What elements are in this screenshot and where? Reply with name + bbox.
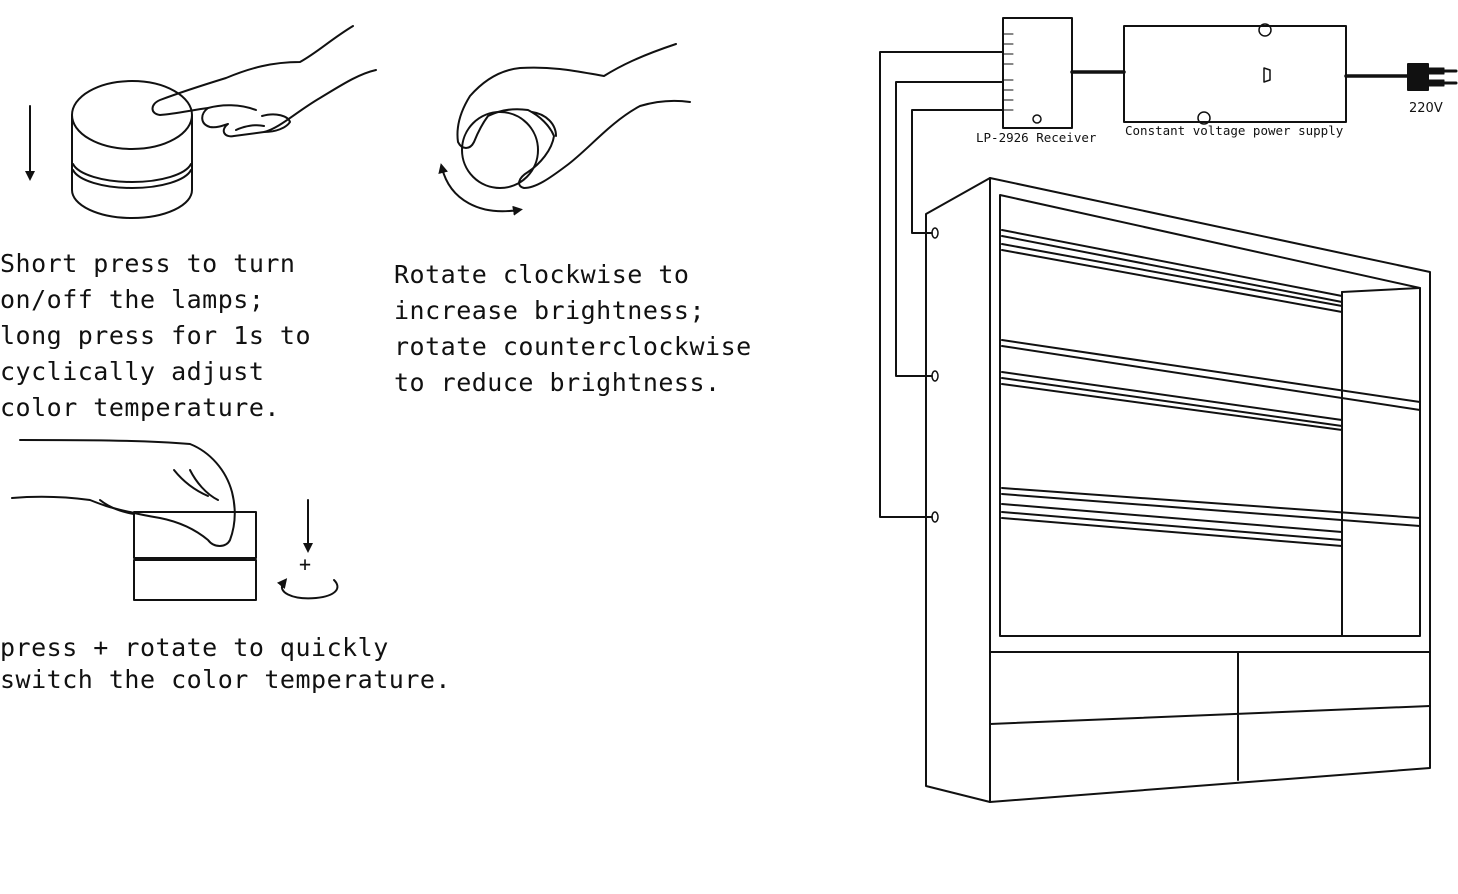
knob-side-view: [461, 111, 539, 189]
plus-symbol: +: [299, 552, 312, 576]
knob-square-upper: [133, 511, 257, 559]
cabinet-illustration: [925, 177, 1431, 803]
power-plug-icon: [1407, 63, 1429, 91]
drawer-line-middle: [989, 705, 1431, 725]
press-instructions: Short press to turn on/off the lamps; lo…: [0, 246, 311, 426]
rotate-arrow-icon: [276, 578, 339, 600]
wire-shelf-top: [911, 109, 1004, 234]
knob-body: [71, 114, 193, 219]
gripping-hand-icon: [456, 43, 691, 189]
shelf-upper: [1001, 339, 1421, 411]
psu-screw-bottom: [1197, 111, 1211, 125]
combo-line-2: switch the color temperature.: [0, 665, 451, 694]
mains-voltage-label: 220V: [1409, 101, 1443, 116]
light-strip-bottom: [1001, 503, 1343, 547]
rotation-arrow-icon: [438, 163, 523, 216]
flat-hand-icon: [11, 439, 236, 547]
combo-instructions: press + rotate to quickly switch the col…: [0, 632, 451, 696]
rotate-line-2: increase brightness;: [394, 296, 706, 325]
receiver-box: [1002, 17, 1073, 129]
press-line-5: color temperature.: [0, 393, 280, 422]
wiring-diagram: [879, 17, 1458, 523]
power-supply-label: Constant voltage power supply: [1125, 123, 1344, 138]
rotate-line-3: rotate counterclockwise: [394, 332, 752, 361]
rotate-instructions: Rotate clockwise to increase brightness;…: [394, 257, 752, 401]
psu-screw-top: [1258, 23, 1272, 37]
rotate-line-4: to reduce brightness.: [394, 368, 721, 397]
pressing-hand-icon: [151, 25, 377, 138]
combo-line-1: press + rotate to quickly: [0, 633, 389, 662]
rotate-knob-illustration: [438, 43, 691, 216]
cabinet-inner-frame: [999, 194, 1421, 637]
psu-indicator-icon: [1263, 67, 1271, 83]
cabinet-side-panel: [925, 177, 991, 803]
press-knob-illustration: [25, 25, 377, 219]
wire-shelf-bottom: [879, 51, 1004, 518]
press-line-1: Short press to turn: [0, 249, 296, 278]
rotate-line-1: Rotate clockwise to: [394, 260, 690, 289]
receiver-terminals: [1002, 33, 1014, 111]
press-rotate-illustration: [11, 439, 339, 601]
shelf-lower: [1001, 487, 1421, 527]
receiver-label: LP-2926 Receiver: [976, 130, 1097, 145]
press-line-4: cyclically adjust: [0, 357, 265, 386]
light-strip-middle: [1001, 371, 1343, 431]
press-line-2: on/off the lamps;: [0, 285, 265, 314]
cabinet-back-wall: [1341, 287, 1421, 293]
knob-square-lower: [133, 559, 257, 601]
knob-top: [71, 80, 193, 150]
power-supply-box: [1123, 25, 1347, 123]
light-strip-top: [1001, 229, 1343, 313]
cabinet-outline: [989, 177, 1431, 803]
wire-shelf-middle: [895, 81, 1004, 377]
press-line-3: long press for 1s to: [0, 321, 312, 350]
receiver-button-icon: [1032, 114, 1042, 124]
